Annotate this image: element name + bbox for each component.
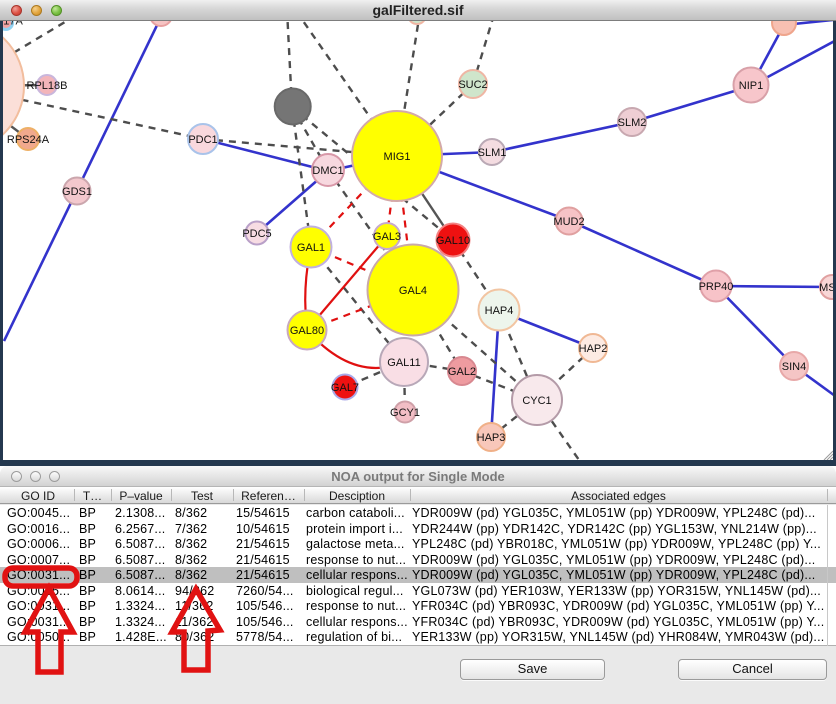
svg-text:SLM1: SLM1 [478,147,507,159]
svg-text:GAL7: GAL7 [331,382,359,394]
svg-text:PDC5: PDC5 [242,228,271,240]
svg-text:GAL11: GAL11 [387,357,420,369]
svg-text:HAP2: HAP2 [579,343,608,355]
svg-text:MUD2: MUD2 [553,216,584,228]
svg-text:17A: 17A [3,21,23,28]
svg-text:DMC1: DMC1 [312,165,343,177]
svg-text:MSI1: MSI1 [819,282,833,294]
svg-text:RPL18B: RPL18B [27,80,68,92]
svg-text:RPS24A: RPS24A [7,134,50,146]
svg-text:SIN4: SIN4 [782,361,806,373]
svg-text:PRP40: PRP40 [699,281,734,293]
svg-text:GAL2: GAL2 [448,366,476,378]
svg-text:GAL80: GAL80 [290,325,324,337]
svg-text:MIG1: MIG1 [384,151,411,163]
svg-text:SUC2: SUC2 [458,79,487,91]
svg-text:GAL1: GAL1 [297,242,325,254]
svg-text:GDS1: GDS1 [62,186,92,198]
svg-text:GAL4: GAL4 [399,285,427,297]
svg-text:GAL3: GAL3 [373,231,401,243]
svg-text:CYC1: CYC1 [522,395,551,407]
svg-text:HAP4: HAP4 [485,305,514,317]
svg-text:SLM2: SLM2 [618,117,647,129]
svg-text:PDC1: PDC1 [188,134,217,146]
svg-text:NIP1: NIP1 [739,80,763,92]
svg-text:GCY1: GCY1 [390,407,420,419]
svg-text:GAL10: GAL10 [436,235,470,247]
svg-text:HAP3: HAP3 [477,432,506,444]
